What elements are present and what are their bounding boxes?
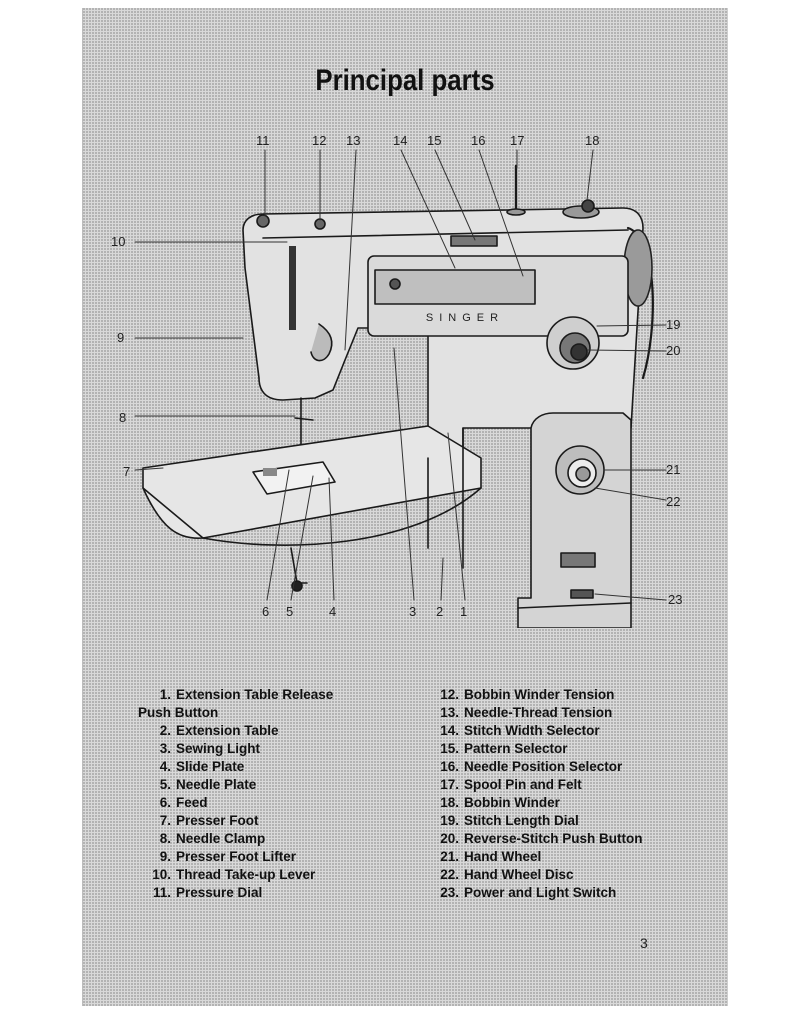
callout-10: 10: [111, 234, 125, 249]
legend-item: 12.Bobbin Winder Tension: [426, 686, 716, 704]
callout-16: 16: [471, 133, 485, 148]
callout-5: 5: [286, 604, 293, 619]
legend-item: 4.Slide Plate: [138, 758, 408, 776]
manual-page: Principal parts: [82, 8, 728, 1006]
legend-item: 16.Needle Position Selector: [426, 758, 716, 776]
callout-19: 19: [666, 317, 680, 332]
callout-1: 1: [460, 604, 467, 619]
callout-15: 15: [427, 133, 441, 148]
callout-6: 6: [262, 604, 269, 619]
callout-18: 18: [585, 133, 599, 148]
callout-8: 8: [119, 410, 126, 425]
legend-item: 1.Extension Table Release: [138, 686, 408, 704]
sewing-machine-diagram: SINGER: [83, 128, 729, 628]
callout-17: 17: [510, 133, 524, 148]
callout-23: 23: [668, 592, 682, 607]
legend-item: 14.Stitch Width Selector: [426, 722, 716, 740]
callout-12: 12: [312, 133, 326, 148]
callout-22: 22: [666, 494, 680, 509]
legend-item: 2.Extension Table: [138, 722, 408, 740]
legend-item: 7.Presser Foot: [138, 812, 408, 830]
legend-item: 17.Spool Pin and Felt: [426, 776, 716, 794]
legend-item: 9.Presser Foot Lifter: [138, 848, 408, 866]
legend-item-continuation: Push Button: [138, 704, 408, 722]
legend-item: 11.Pressure Dial: [138, 884, 408, 902]
page-title: Principal parts: [128, 64, 682, 98]
legend-item: 18.Bobbin Winder: [426, 794, 716, 812]
callout-2: 2: [436, 604, 443, 619]
legend-item: 8.Needle Clamp: [138, 830, 408, 848]
legend-item: 15.Pattern Selector: [426, 740, 716, 758]
callout-7: 7: [123, 464, 130, 479]
callout-4: 4: [329, 604, 336, 619]
parts-legend-right: 12.Bobbin Winder Tension 13.Needle-Threa…: [426, 686, 716, 902]
callout-20: 20: [666, 343, 680, 358]
legend-item: 5.Needle Plate: [138, 776, 408, 794]
legend-item: 19.Stitch Length Dial: [426, 812, 716, 830]
callout-14: 14: [393, 133, 407, 148]
callout-21: 21: [666, 462, 680, 477]
callout-13: 13: [346, 133, 360, 148]
callout-3: 3: [409, 604, 416, 619]
legend-item: 22.Hand Wheel Disc: [426, 866, 716, 884]
legend-item: 13.Needle-Thread Tension: [426, 704, 716, 722]
callout-11: 11: [256, 133, 270, 148]
legend-item: 3.Sewing Light: [138, 740, 408, 758]
legend-item: 23.Power and Light Switch: [426, 884, 716, 902]
brand-label: SINGER: [426, 312, 504, 324]
legend-item: 21.Hand Wheel: [426, 848, 716, 866]
legend-item: 6.Feed: [138, 794, 408, 812]
legend-item: 20.Reverse-Stitch Push Button: [426, 830, 716, 848]
page-number: 3: [640, 935, 648, 951]
parts-legend-left: 1.Extension Table Release Push Button 2.…: [138, 686, 408, 902]
legend-item: 10.Thread Take-up Lever: [138, 866, 408, 884]
callout-9: 9: [117, 330, 124, 345]
